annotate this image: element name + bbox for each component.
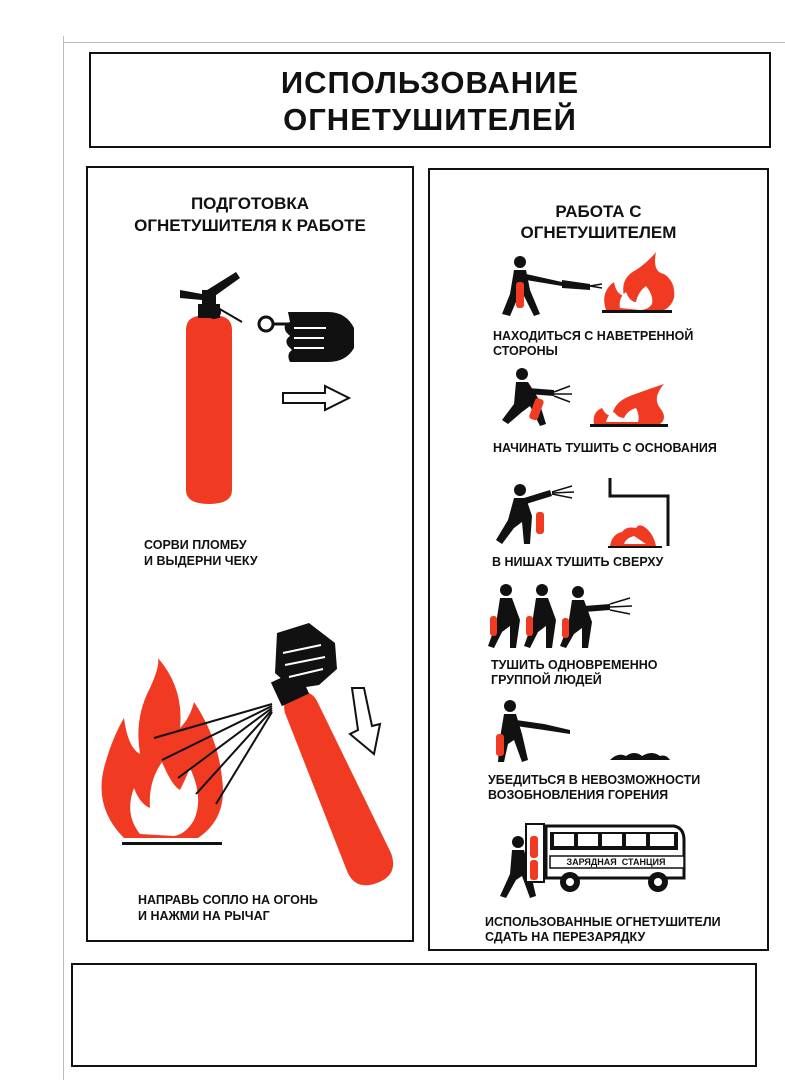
step2-caption-line1: НАПРАВЬ СОПЛО НА ОГОНЬ xyxy=(138,893,318,907)
rule4-caption-line1: ТУШИТЬ ОДНОВРЕМЕННО xyxy=(491,658,658,672)
rule5-caption-line2: ВОЗОБНОВЛЕНИЯ ГОРЕНИЯ xyxy=(488,788,669,802)
people-group-icon xyxy=(488,584,633,648)
bus-label: ЗАРЯДНАЯ СТАНЦИЯ xyxy=(566,857,666,867)
preparation-heading-line1: ПОДГОТОВКА xyxy=(190,194,310,213)
extinguisher-icon xyxy=(270,623,394,886)
rule1-caption-line1: НАХОДИТЬСЯ С НАВЕТРЕННОЙ xyxy=(493,329,694,343)
poster-title-line1: ИСПОЛЬЗОВАНИЕ xyxy=(280,65,580,100)
step2-caption-line2: И НАЖМИ НА РЫЧАГ xyxy=(138,909,270,923)
fire-icon xyxy=(602,252,675,313)
scan-edge-top xyxy=(64,42,785,43)
rule6-caption-line2: СДАТЬ НА ПЕРЕЗАРЯДКУ xyxy=(485,930,646,944)
fire-icon xyxy=(101,658,223,845)
step1-caption-line2: И ВЫДЕРНИ ЧЕКУ xyxy=(144,554,258,568)
extinguisher-icon xyxy=(180,272,243,504)
operation-heading-line2: ОГНЕТУШИТЕЛЕМ xyxy=(520,223,677,242)
step1-caption-line1: СОРВИ ПЛОМБУ xyxy=(144,538,247,552)
poster-title-line2: ОГНЕТУШИТЕЛЕЙ xyxy=(283,102,577,137)
person-icon xyxy=(496,484,575,544)
preparation-panel: ПОДГОТОВКА ОГНЕТУШИТЕЛЯ К РАБОТЕ СОРВИ П… xyxy=(86,166,414,942)
person-icon xyxy=(502,368,572,426)
rule3-caption-line1: В НИШАХ ТУШИТЬ СВЕРХУ xyxy=(492,555,664,569)
operation-heading-line1: РАБОТА С xyxy=(555,202,642,221)
arrow-down-icon xyxy=(348,687,382,756)
rule1-caption-line2: СТОРОНЫ xyxy=(493,344,558,358)
extinguished-icon xyxy=(610,753,670,760)
bus-icon xyxy=(525,823,686,892)
scan-edge-left xyxy=(63,36,64,1080)
operation-panel: РАБОТА С ОГНЕТУШИТЕЛЕМ НАХОДИТЬСЯ С НАВЕ… xyxy=(428,168,769,951)
spray-icon xyxy=(153,703,273,805)
rule5-caption-line1: УБЕДИТЬСЯ В НЕВОЗМОЖНОСТИ xyxy=(488,773,701,787)
bottom-blank-box xyxy=(71,963,757,1067)
niche-icon xyxy=(608,478,670,548)
person-icon xyxy=(502,256,603,316)
poster-title-box: ИСПОЛЬЗОВАНИЕ ОГНЕТУШИТЕЛЕЙ xyxy=(89,52,771,148)
arrow-right-icon xyxy=(282,384,352,412)
hand-icon xyxy=(257,312,354,362)
person-icon xyxy=(496,700,570,762)
rule6-caption-line1: ИСПОЛЬЗОВАННЫЕ ОГНЕТУШИТЕЛИ xyxy=(485,915,721,929)
rule2-caption-line1: НАЧИНАТЬ ТУШИТЬ С ОСНОВАНИЯ xyxy=(493,441,717,455)
fire-icon xyxy=(590,384,668,427)
preparation-heading-line2: ОГНЕТУШИТЕЛЯ К РАБОТЕ xyxy=(134,216,366,235)
rule4-caption-line2: ГРУППОЙ ЛЮДЕЙ xyxy=(491,673,602,687)
